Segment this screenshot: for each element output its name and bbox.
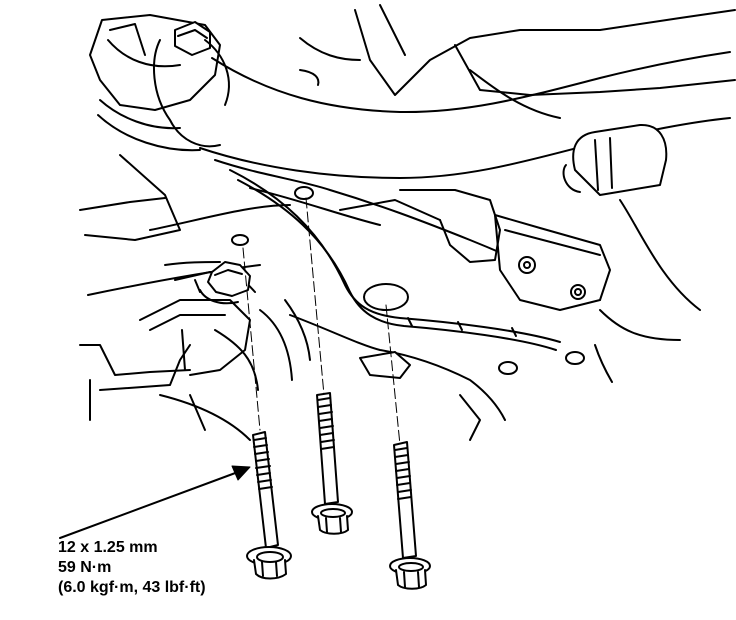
subframe-icon <box>79 154 701 441</box>
mount-bolt-icon <box>194 261 251 305</box>
torque-spec: 12 x 1.25 mm 59 N·m (6.0 kgf·m, 43 lbf·f… <box>58 538 206 598</box>
flange-bolt-icon <box>246 431 292 580</box>
torque-nm-label: 59 N·m <box>58 559 112 576</box>
flange-bolt-icon <box>311 392 353 535</box>
torque-alt-label: (6.0 kgf·m, 43 lbf·ft) <box>58 579 206 596</box>
bolt-size-label: 12 x 1.25 mm <box>58 539 158 556</box>
suspension-arm-icon <box>299 4 736 119</box>
bolts <box>246 392 431 590</box>
torque-arrow-icon <box>59 465 251 539</box>
stabilizer-bar-icon <box>89 14 731 196</box>
flange-bolt-icon <box>389 441 431 590</box>
bolt-centerlines <box>242 197 401 446</box>
